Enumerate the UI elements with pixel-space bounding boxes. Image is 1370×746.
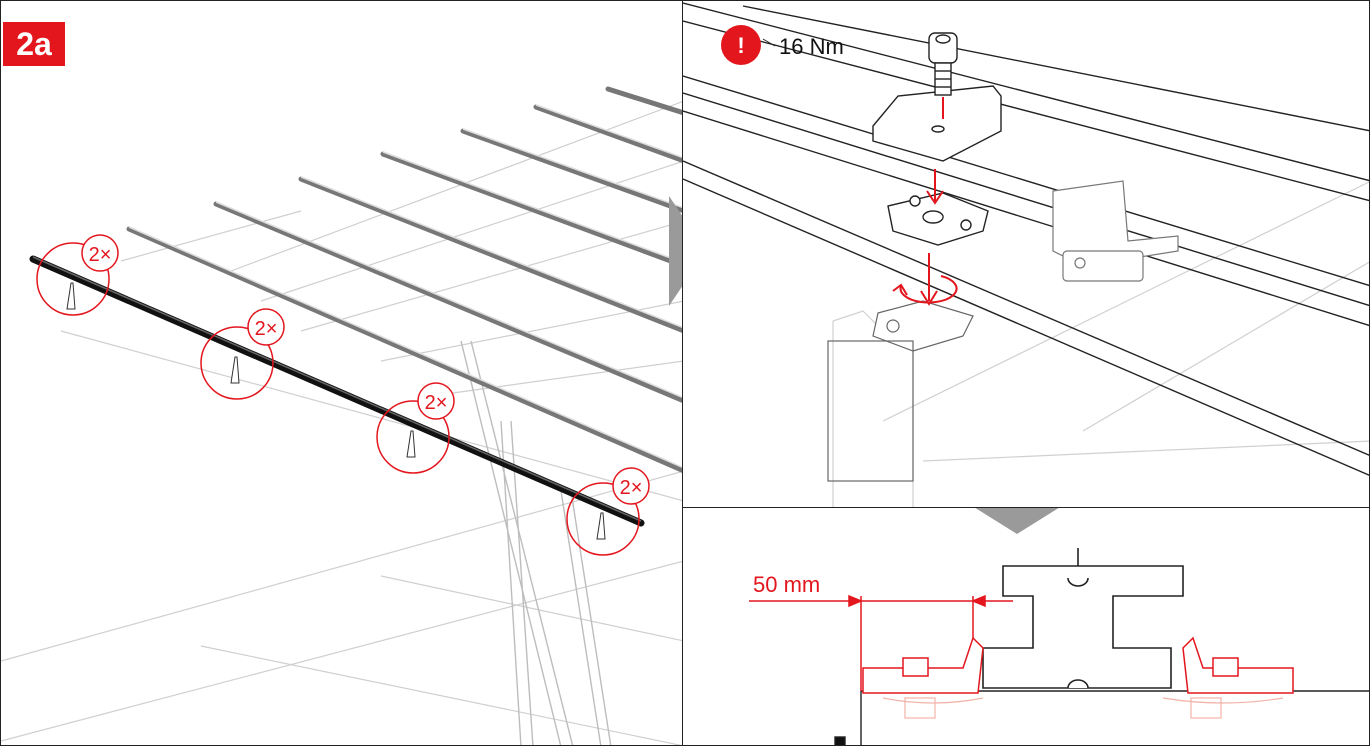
down-arrow — [975, 508, 1059, 534]
cross-section-panel: 50 mm — [682, 507, 1370, 746]
callout-4: 2× — [566, 467, 650, 556]
rail-profile — [982, 548, 1184, 689]
overview-illustration: 2× 2× 2× 2× — [1, 86, 682, 745]
callout-1: 2× — [36, 234, 119, 316]
warning-icon — [721, 25, 761, 65]
detail-mount-panel: ! 16 Nm — [682, 0, 1370, 508]
cross-section-illustration: 50 mm — [749, 508, 1369, 745]
callout-2: 2× — [200, 308, 285, 400]
top-clamp — [872, 85, 1002, 162]
purlin-rails — [126, 86, 682, 473]
front-rail — [29, 255, 645, 527]
callout-2-label: 2× — [255, 318, 278, 340]
clamp-install-illustration: ! 16 Nm — [683, 2, 1369, 507]
clamp-ghosts — [882, 697, 1284, 719]
callout-3: 2× — [376, 382, 455, 474]
screw — [928, 32, 958, 96]
callout-1-label: 2× — [89, 244, 112, 266]
next-step-arrow — [669, 196, 682, 306]
rail-outline — [683, 2, 1369, 476]
slide-plate — [887, 192, 989, 246]
warning-symbol: ! — [737, 33, 744, 58]
callout-4-label: 2× — [620, 477, 643, 499]
clamp-profiles — [862, 636, 1294, 694]
torque-label: 16 Nm — [779, 34, 844, 59]
support-legs — [460, 340, 612, 745]
assembly-arrows — [892, 97, 958, 306]
rail-highlights — [128, 104, 682, 468]
step-badge: 2a — [3, 22, 65, 66]
dimension-line — [749, 594, 1013, 691]
overview-panel: 2× 2× 2× 2× 2a — [0, 0, 683, 746]
callout-3-label: 2× — [425, 392, 448, 414]
dimension-label: 50 mm — [753, 572, 820, 597]
base-clamp — [827, 300, 974, 482]
installed-clamp — [1052, 180, 1179, 282]
